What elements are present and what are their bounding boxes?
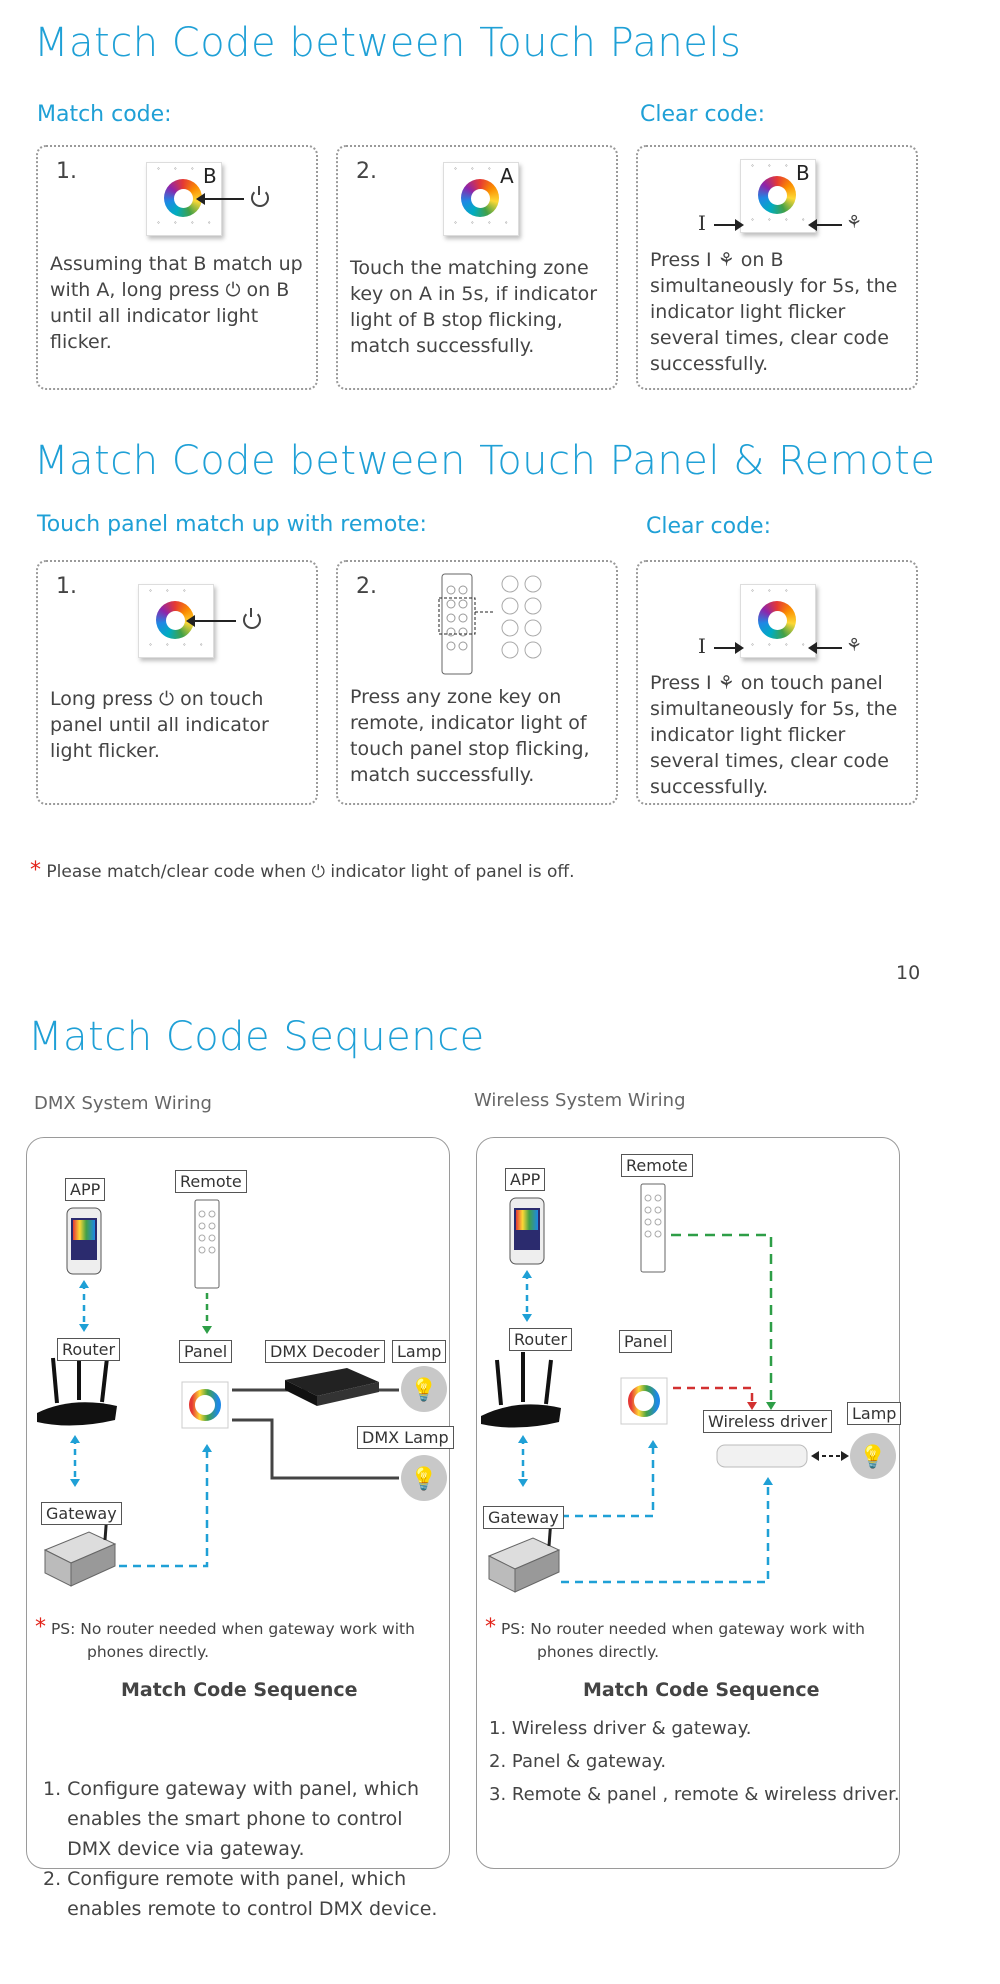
svg-text:💡: 💡 <box>859 1444 886 1470</box>
match-code-label: Match code: <box>37 102 172 127</box>
arrow-left <box>808 642 842 654</box>
clear-box: ° ° ° ° ° ° ° I ⚘ Press I ⚘ on touch pan… <box>636 560 918 805</box>
lamp-label: Lamp <box>847 1402 902 1425</box>
wireless-system-label: Wireless System Wiring <box>474 1090 686 1111</box>
step-number: 1. <box>56 574 77 599</box>
arrow-left <box>186 615 236 627</box>
svg-text:💡: 💡 <box>410 1377 437 1403</box>
wireless-ps-note: * PS: No router needed when gateway work… <box>485 1615 865 1661</box>
dmx-sequence-list: 1. Configure gateway with panel, which e… <box>43 1778 438 1920</box>
i-key-icon: I <box>698 211 706 235</box>
asterisk-icon: * <box>30 858 41 883</box>
page-number: 10 <box>896 962 921 984</box>
power-icon <box>251 186 269 207</box>
note: * Please match/clear code when ⏻ indicat… <box>30 858 575 883</box>
step-box-2: 2. ° ° ° ° ° ° ° A Touch the matching zo… <box>336 145 618 390</box>
app-label: APP <box>505 1168 546 1191</box>
gateway-label: Gateway <box>41 1502 122 1525</box>
scene-icon: ⚘ <box>846 635 863 656</box>
lamp-label: Lamp <box>392 1340 447 1363</box>
clear-code-label: Clear code: <box>640 102 765 127</box>
dmx-decoder-label: DMX Decoder <box>265 1340 385 1363</box>
step-box-1: 1. ° ° ° ° ° ° ° B Assuming that B match… <box>36 145 318 390</box>
panel-letter-b: B <box>796 161 810 185</box>
dmx-lamp-label: DMX Lamp <box>357 1426 454 1449</box>
dmx-wiring-box: 💡 💡 APP Remote Router Panel DMX Decoder … <box>26 1137 454 1920</box>
panel-label: Panel <box>179 1340 233 1363</box>
dmx-system-label: DMX System Wiring <box>34 1093 212 1114</box>
wireless-driver-label: Wireless driver <box>703 1410 833 1433</box>
scene-icon: ⚘ <box>846 212 863 233</box>
remote-label: Remote <box>175 1170 247 1193</box>
arrow-left <box>808 219 842 231</box>
step-number: 2. <box>356 159 377 184</box>
router-label: Router <box>509 1328 573 1351</box>
touch-panel-match-label: Touch panel match up with remote: <box>37 512 427 537</box>
touch-panel-image: ° ° ° ° ° ° ° <box>740 159 816 233</box>
router-label: Router <box>57 1338 121 1361</box>
section-title-touch-panels: Match Code between Touch Panels <box>34 20 742 66</box>
clear-code-label: Clear code: <box>646 514 771 539</box>
panel-label: Panel <box>619 1330 673 1353</box>
remote-label: Remote <box>621 1154 693 1177</box>
wireless-sequence-title: Match Code Sequence <box>583 1679 820 1701</box>
app-label: APP <box>65 1178 106 1201</box>
touch-panel-image: ° ° ° ° ° ° ° <box>740 584 816 658</box>
section-title-sequence: Match Code Sequence <box>28 1014 485 1060</box>
power-icon <box>243 608 261 629</box>
asterisk-icon: * <box>35 1615 46 1640</box>
arrow-right <box>714 642 744 654</box>
dmx-ps-note: * PS: No router needed when gateway work… <box>35 1615 415 1661</box>
wireless-diagram-lines: 💡 <box>481 1183 896 1593</box>
gateway-label: Gateway <box>483 1506 564 1529</box>
asterisk-icon: * <box>485 1615 496 1640</box>
arrow-right <box>714 219 744 231</box>
i-key-icon: I <box>698 634 706 658</box>
dmx-sequence-title: Match Code Sequence <box>121 1679 358 1701</box>
section-title-panel-remote: Match Code between Touch Panel & Remote <box>34 438 936 484</box>
panel-letter-b: B <box>203 164 217 188</box>
touch-panel-image: ° ° ° ° ° ° ° <box>443 162 519 236</box>
wireless-sequence-list: 1. Wireless driver & gateway.2. Panel & … <box>489 1718 900 1805</box>
panel-letter-a: A <box>500 164 514 188</box>
remote-image <box>438 573 542 675</box>
svg-text:💡: 💡 <box>410 1466 437 1492</box>
step-number: 1. <box>56 159 77 184</box>
arrow-left <box>196 193 244 205</box>
step-number: 2. <box>356 574 377 599</box>
dmx-diagram-lines: 💡 💡 <box>37 1199 447 1587</box>
wireless-wiring-box: 💡 APP Remote Router Panel Wireless drive… <box>476 1137 902 1869</box>
